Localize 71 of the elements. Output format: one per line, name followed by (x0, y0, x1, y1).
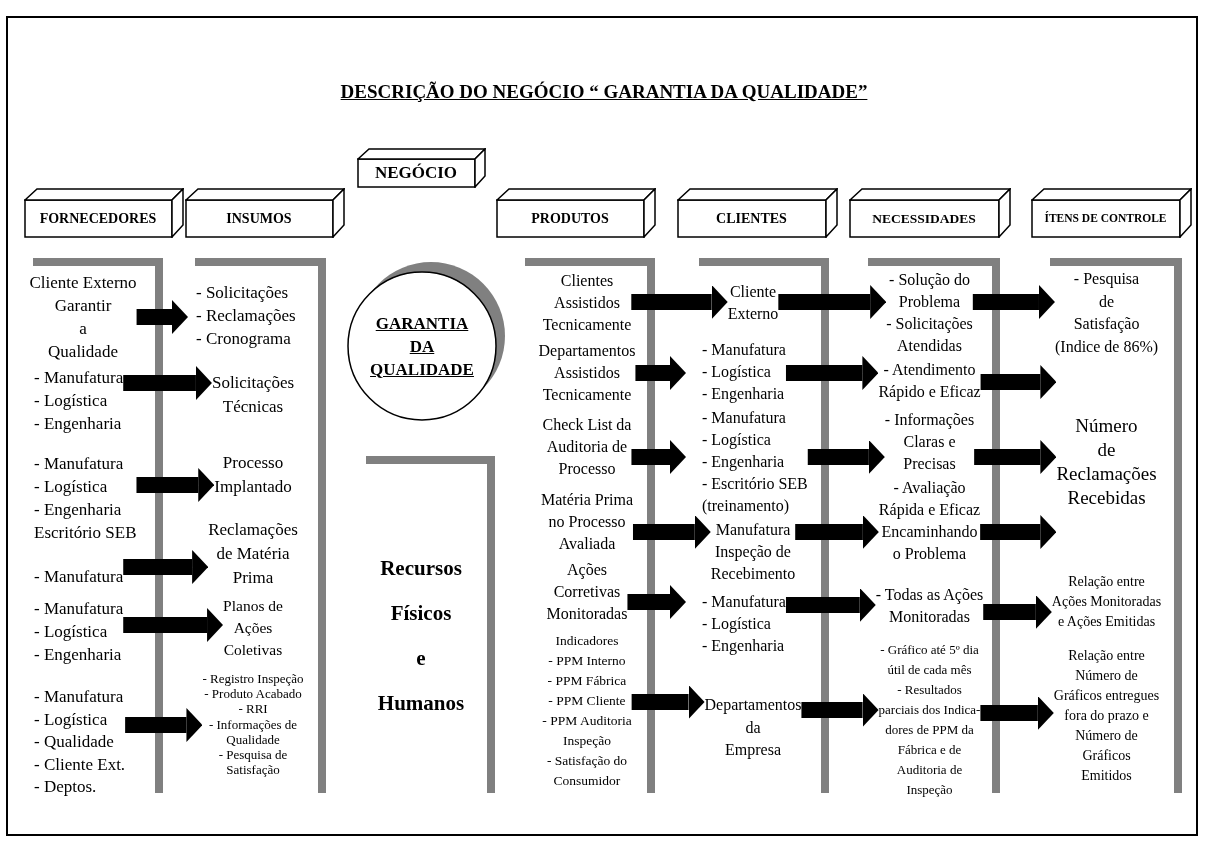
block-arrow (801, 693, 879, 727)
item-text: Relação entre Número de Gráficos entregues fora do prazo e Número de Gráficos Emitidos (1053, 647, 1160, 785)
item-text: - Manufatura - Logística - Engenharia (33, 367, 124, 435)
item-text: - Solução do Problema (889, 270, 970, 312)
header-label: INSUMOS (225, 210, 293, 228)
block-arrow (785, 588, 876, 622)
item-text: - Manufatura - Logística - Qualidade - Cliente Ext. - Deptos. (33, 686, 126, 798)
header-label: FORNECEDORES (38, 210, 158, 228)
resource-label: Recursos Físicos e Humanos (376, 555, 466, 717)
item-text: Manufatura Inspeção de Recebimento (710, 520, 796, 584)
circle-label: GARANTIA DA QUALIDADE (369, 312, 475, 381)
block-arrow (785, 356, 879, 390)
block-arrow (123, 366, 212, 400)
item-text: Cliente Externo (727, 282, 779, 324)
item-text: - Manufatura - Logística - Engenharia (701, 592, 786, 657)
item-text: - Manufatura - Logística - Engenharia (33, 598, 124, 666)
item-text: - Atendimento Rápido e Eficaz (878, 360, 981, 403)
header-label: CLIENTES (715, 210, 788, 228)
block-arrow (795, 515, 879, 549)
block-arrow (631, 685, 705, 719)
block-arrow (980, 365, 1057, 399)
item-text: Matéria Prima no Processo Avaliada (541, 490, 633, 554)
block-arrow (633, 515, 711, 549)
item-text: - Solicitações Atendidas (886, 314, 973, 356)
item-text: Indicadores - PPM Interno - PPM Fábrica - PPM Cliente - PPM Auditoria Inspeção - Satisfação do Consumidor (542, 632, 632, 790)
block-arrow (631, 440, 686, 474)
item-text: Check List da Auditoria de Processo (542, 415, 632, 479)
block-arrow (631, 285, 728, 319)
header-label: ÍTENS DE CONTROLE (1043, 212, 1168, 226)
item-text: Departamentos Assistidos Tecnicamente (538, 341, 636, 405)
item-text: - Gráfico até 5º dia útil de cada mês (880, 641, 979, 679)
item-text: Relação entre Ações Monitoradas e Ações Emitidas (1051, 573, 1162, 631)
item-text: - Resultados parciais dos Indica- dores de PPM da Fábrica e de Auditoria de Inspeção (878, 681, 981, 799)
block-arrow (136, 468, 215, 502)
circle-node (346, 260, 508, 422)
item-text: - Registro Inspeção - Produto Acabado - RRI - Informações de Qualidade - Pesquisa de Satisfação (202, 671, 304, 778)
block-arrow (778, 285, 887, 319)
item-text: Clientes Assistidos Tecnicamente (542, 271, 632, 335)
block-arrow (123, 608, 224, 642)
header-label: PRODUTOS (530, 210, 610, 228)
item-text: Cliente Externo Garantir a Qualidade (29, 272, 137, 363)
item-text: - Pesquisa de Satisfação (Indice de 86%) (1054, 269, 1159, 358)
item-text: Processo Implantado (214, 452, 292, 498)
block-arrow (807, 440, 885, 474)
item-text: Número de Reclamações Recebidas (1056, 414, 1157, 510)
item-text: Departamentos da Empresa (704, 695, 802, 761)
item-text: - Manufatura - Logística - Engenharia - Escritório SEB (treinamento) (701, 408, 808, 517)
item-text: - Manufatura - Logística - Engenharia Escritório SEB (33, 453, 137, 544)
block-arrow (972, 285, 1055, 319)
item-text: Reclamações de Matéria Prima (208, 519, 298, 589)
block-arrow (136, 300, 188, 334)
header-label: NEGÓCIO (373, 163, 459, 184)
block-arrow (980, 696, 1054, 730)
item-text: - Todas as Ações Monitoradas (875, 585, 984, 627)
header-label: NECESSIDADES (871, 210, 977, 228)
block-arrow (125, 708, 203, 742)
block-arrow (627, 585, 686, 619)
item-text: - Manufatura - Logística - Engenharia (701, 340, 786, 405)
item-text: Solicitações Técnicas (211, 372, 295, 418)
item-text: - Solicitações - Reclamações - Cronograma (195, 282, 296, 350)
block-arrow (974, 440, 1057, 474)
item-text: Ações Corretivas Monitoradas (546, 560, 628, 624)
block-arrow (635, 356, 686, 390)
title: DESCRIÇÃO DO NEGÓCIO “ GARANTIA DA QUALIDADE” (339, 80, 869, 104)
block-arrow (980, 515, 1057, 549)
item-text: - Manufatura (33, 566, 124, 588)
item-text: - Avaliação Rápida e Eficaz Encaminhando o Problema (878, 478, 981, 564)
item-text: - Informações Claras e Precisas (884, 410, 975, 474)
block-arrow (983, 595, 1052, 629)
item-text: Planos de Ações Coletivas (223, 596, 283, 660)
block-arrow (123, 550, 209, 584)
